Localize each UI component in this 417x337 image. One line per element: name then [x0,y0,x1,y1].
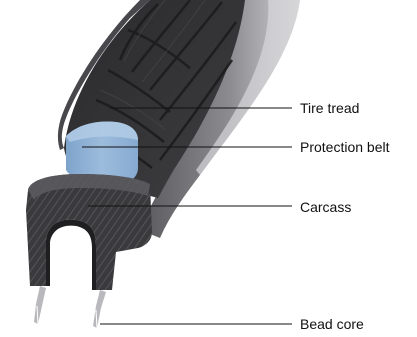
bead-core-left [34,286,46,324]
label-bead-core: Bead core [300,316,364,332]
label-carcass: Carcass [300,199,351,215]
label-protection-belt: Protection belt [300,139,390,155]
carcass [26,174,152,290]
label-tire-tread: Tire tread [300,100,359,116]
bead-core-right [93,290,106,328]
